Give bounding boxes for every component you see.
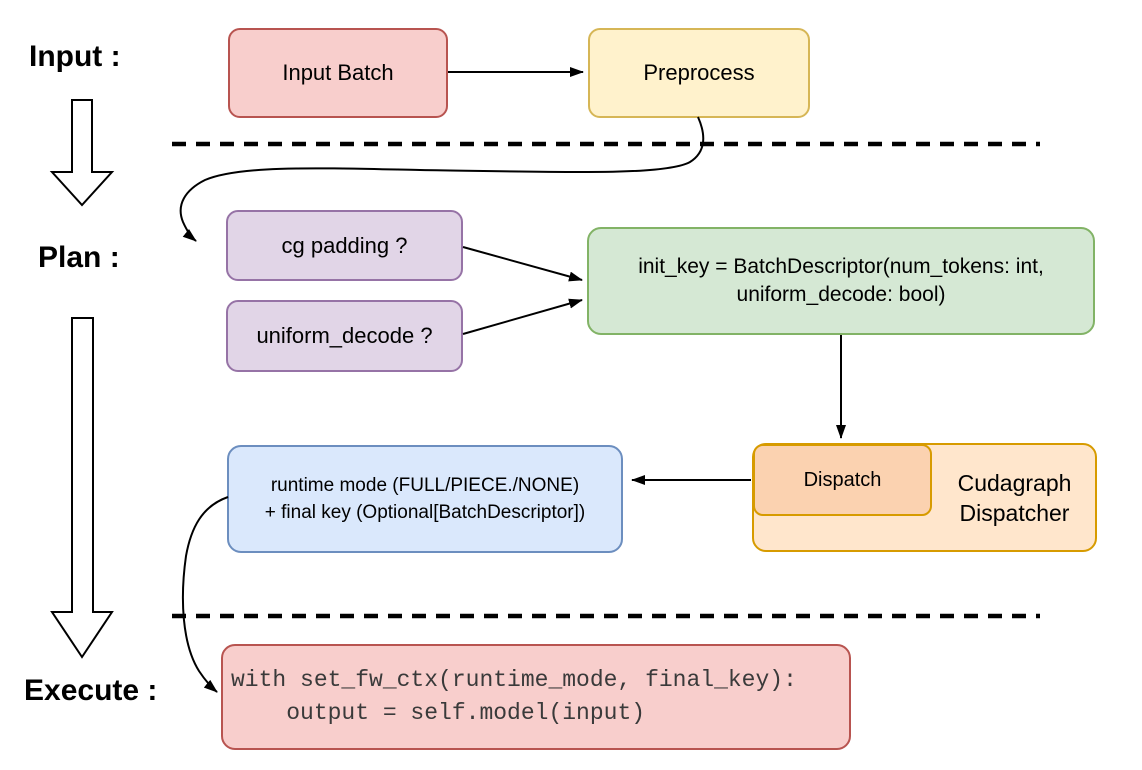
node-preprocess-label: Preprocess (643, 60, 755, 86)
connector-uniform-decode-to-init-key (462, 298, 583, 335)
node-runtime-mode-line1: runtime mode (FULL/PIECE./NONE) (270, 475, 580, 496)
connector-cg-padding-to-init-key (462, 246, 583, 282)
down-arrow-input-to-plan-icon (49, 99, 115, 207)
node-preprocess: Preprocess (588, 28, 810, 118)
execute-code-line1: with set_fw_ctx(runtime_mode, final_key)… (231, 667, 797, 693)
cudagraph-label-line2: Dispatcher (959, 499, 1070, 526)
node-cg-padding: cg padding ? (226, 210, 463, 281)
node-runtime-mode: runtime mode (FULL/PIECE./NONE) + final … (227, 445, 623, 553)
node-init-key-line2: uniform_decode: bool) (736, 283, 946, 306)
node-uniform-decode: uniform_decode ? (226, 300, 463, 372)
node-cg-padding-label: cg padding ? (281, 232, 408, 258)
node-dispatch-label: Dispatch (803, 468, 882, 491)
execute-code-line2: output = self.model(input) (231, 700, 646, 726)
node-uniform-decode-label: uniform_decode ? (256, 323, 433, 349)
down-arrow-plan-to-execute-icon (50, 317, 114, 659)
node-init-key: init_key = BatchDescriptor(num_tokens: i… (587, 227, 1095, 335)
stage-label-execute: Execute : (24, 674, 158, 707)
node-dispatch: Dispatch (753, 444, 932, 516)
node-init-key-line1: init_key = BatchDescriptor(num_tokens: i… (638, 255, 1044, 278)
cudagraph-label-line1: Cudagraph (957, 469, 1072, 496)
node-input-batch: Input Batch (228, 28, 448, 118)
node-input-batch-label: Input Batch (282, 60, 394, 86)
stage-label-input: Input : (29, 40, 121, 73)
node-runtime-mode-line2: + final key (Optional[BatchDescriptor]) (264, 502, 586, 523)
node-cudagraph-dispatcher-label: Cudagraph Dispatcher (932, 443, 1097, 552)
stage-label-plan: Plan : (38, 241, 120, 274)
node-execute-code: with set_fw_ctx(runtime_mode, final_key)… (221, 644, 851, 750)
